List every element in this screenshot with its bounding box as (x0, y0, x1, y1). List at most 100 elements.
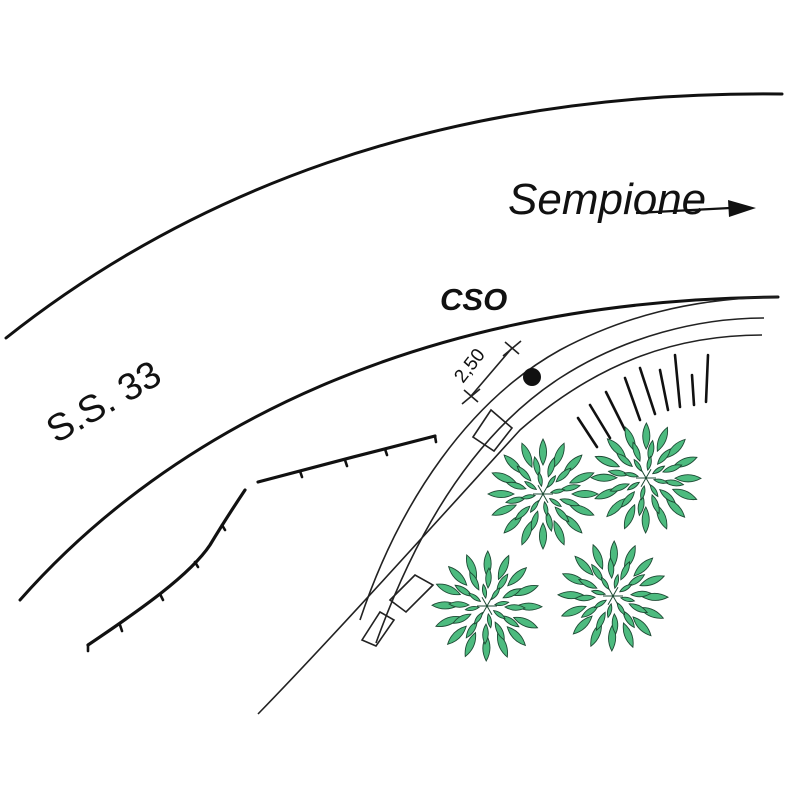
curb-ticks (86, 434, 438, 653)
tree-leaf (595, 611, 606, 632)
tree-leaf (464, 605, 481, 612)
tree-leaf (487, 489, 515, 499)
tree-leaf (574, 594, 597, 602)
tree-leaf (594, 455, 621, 468)
tree-leaf (491, 504, 518, 516)
curb-left (86, 488, 247, 647)
arrow-right-icon (635, 200, 756, 217)
slope-hatching (576, 353, 710, 449)
tree-leaf (543, 500, 549, 517)
tree-leaf (577, 578, 598, 589)
tree-leaf (521, 442, 533, 469)
road-edge-inner (18, 295, 780, 602)
tree-branch (486, 605, 493, 615)
tree-leaf (642, 422, 651, 450)
tree-leaf (520, 494, 537, 500)
tree-leaf (505, 481, 527, 490)
tree-leaf (491, 587, 501, 601)
tree-leaf (662, 464, 683, 473)
tree-leaf (592, 543, 604, 570)
tree-leaf (572, 615, 593, 635)
tree-leaf (524, 481, 538, 490)
trees-group (431, 422, 702, 662)
tree-leaf (485, 567, 492, 589)
tree-leaf (435, 583, 462, 596)
tree-leaf (609, 483, 630, 492)
tree-leaf (555, 467, 572, 483)
tree-leaf (611, 612, 619, 635)
tree-leaf (560, 605, 587, 617)
tree-leaf (659, 488, 676, 504)
tree-leaf (652, 478, 669, 484)
tree-leaf (507, 566, 528, 587)
tree-leaf (626, 481, 641, 491)
path-segment-box-upper (471, 408, 514, 453)
tree-leaf (537, 471, 543, 488)
tree-leaf (622, 622, 634, 649)
tree-leaf (641, 506, 650, 534)
tree-leaf (632, 616, 652, 637)
marker-dot (523, 368, 541, 386)
tree-branch (542, 493, 549, 503)
path-code-label: CSO (440, 282, 507, 317)
tree-leaf (514, 505, 531, 521)
tree-branch (645, 469, 652, 479)
tree-leaf (633, 557, 654, 577)
tree-leaf (547, 456, 556, 478)
tree-leaf (554, 506, 570, 523)
tree-leaf (656, 448, 672, 465)
tree-leaf (606, 602, 613, 619)
path-segment-box-lower (388, 574, 435, 614)
tree-canopy-icon (431, 550, 543, 662)
tree-leaf (468, 592, 482, 602)
tree-leaf (446, 625, 467, 646)
tree-leaf (494, 621, 505, 641)
tree-leaf (492, 610, 506, 620)
tree-leaf (590, 589, 607, 596)
tree-leaf (502, 588, 522, 599)
tree-leaf (639, 575, 666, 587)
tree-leaf (620, 560, 631, 581)
tree-leaf (571, 489, 599, 499)
tree-branch (607, 587, 614, 597)
tree-leaf (469, 571, 480, 591)
tree-leaf (530, 510, 539, 532)
tree-leaf (448, 601, 470, 608)
tree-branch (645, 477, 652, 487)
tree-branch (481, 605, 488, 615)
tree-leaf (674, 474, 702, 483)
tree-leaf (590, 473, 618, 482)
tree-leaf (538, 438, 548, 466)
dimension-marker (461, 340, 522, 405)
tree-leaf (568, 472, 595, 484)
tree-leaf (447, 565, 468, 586)
tree-leaf (538, 522, 548, 550)
cycle-path-edge-far (257, 334, 763, 715)
tree-leaf (493, 600, 510, 607)
tree-leaf (559, 498, 581, 507)
tree-leaf (553, 519, 565, 546)
tree-leaf (613, 573, 620, 590)
tree-leaf (629, 590, 652, 598)
tree-branch (612, 587, 619, 597)
road-edge-outer (4, 92, 784, 340)
tree-branch (542, 485, 549, 495)
cycle-path-edge-outer (359, 296, 779, 621)
cycle-path-edge-inner (375, 317, 765, 644)
tree-leaf (506, 626, 527, 647)
tree-canopy-icon (487, 438, 599, 550)
tree-leaf (651, 465, 666, 475)
tree-leaf (656, 426, 669, 453)
tree-leaf (464, 631, 477, 658)
tree-leaf (452, 613, 472, 624)
direction-label: Sempione (508, 175, 706, 224)
tree-leaf (473, 611, 483, 625)
path-segment-box-bottom (360, 610, 396, 647)
tree-leaf (620, 491, 636, 508)
tree-leaf (616, 452, 633, 468)
tree-branch (612, 595, 619, 605)
tree-branch (486, 597, 493, 607)
tree-leaf (497, 554, 510, 581)
